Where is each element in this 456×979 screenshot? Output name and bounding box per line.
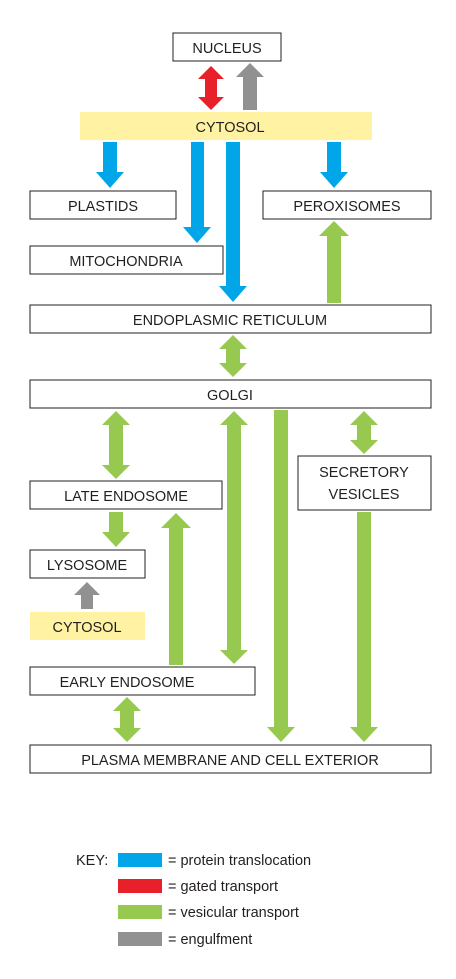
key-label-vesicular-transport: = vesicular transport bbox=[168, 905, 299, 921]
key-title: KEY: bbox=[76, 853, 108, 869]
cytosol-bottom-box bbox=[30, 612, 145, 640]
cytosol-top-box bbox=[80, 112, 372, 140]
plastids-label: PLASTIDS bbox=[68, 199, 138, 215]
vesicular-arrow-early-to-late-endosome bbox=[161, 513, 191, 665]
key-label-protein-translocation: = protein translocation bbox=[168, 853, 311, 869]
cytosol-bottom-label: CYTOSOL bbox=[52, 620, 121, 636]
engulfment-arrow-cytosol-to-lysosome bbox=[74, 582, 100, 609]
gray-arrow-cytosol-to-nucleus bbox=[236, 63, 264, 110]
nucleus-label: NUCLEUS bbox=[192, 41, 261, 57]
peroxisomes-label: PEROXISOMES bbox=[293, 199, 400, 215]
key-swatch-protein-translocation bbox=[118, 853, 162, 867]
protein-translocation-arrow-to-plastids bbox=[96, 142, 124, 188]
mitochondria-box bbox=[29, 245, 224, 275]
protein-translocation-arrow-to-mitochondria bbox=[183, 142, 211, 243]
golgi-box bbox=[29, 379, 432, 409]
er-box bbox=[29, 304, 432, 334]
plasma-membrane-box bbox=[29, 744, 432, 774]
plasma-membrane-label: PLASMA MEMBRANE AND CELL EXTERIOR bbox=[81, 753, 379, 769]
lysosome-box bbox=[29, 549, 146, 579]
vesicular-arrow-er-golgi bbox=[219, 335, 247, 377]
secretory-vesicles-box bbox=[297, 455, 432, 511]
vesicular-arrow-er-to-peroxisomes bbox=[319, 221, 349, 303]
vesicular-arrow-golgi-late-endosome bbox=[102, 411, 130, 479]
vesicular-arrow-golgi-to-plasma-membrane bbox=[267, 410, 295, 742]
key-label-gated-transport: = gated transport bbox=[168, 879, 278, 895]
early-endosome-box bbox=[29, 666, 256, 696]
secretory-label-line1: SECRETORY bbox=[319, 465, 409, 481]
golgi-label: GOLGI bbox=[207, 388, 253, 404]
vesicular-arrow-golgi-secretory bbox=[350, 411, 378, 454]
protein-translocation-arrow-to-peroxisomes bbox=[320, 142, 348, 188]
cytosol-top-label: CYTOSOL bbox=[195, 120, 264, 136]
vesicular-arrow-late-endosome-to-lysosome bbox=[102, 512, 130, 547]
key-swatch-vesicular-transport bbox=[118, 905, 162, 919]
er-label: ENDOPLASMIC RETICULUM bbox=[133, 313, 327, 329]
protein-translocation-arrow-to-er bbox=[219, 142, 247, 302]
gated-transport-arrow-nucleus-cytosol bbox=[198, 66, 224, 110]
vesicular-arrow-early-endosome-plasma-membrane bbox=[113, 697, 141, 742]
key-label-engulfment: = engulfment bbox=[168, 932, 252, 948]
plastids-box bbox=[29, 190, 177, 220]
mitochondria-label: MITOCHONDRIA bbox=[69, 254, 183, 270]
vesicular-arrow-secretory-to-plasma-membrane bbox=[350, 512, 378, 742]
late-endosome-box bbox=[29, 480, 223, 510]
secretory-label-line2: VESICLES bbox=[329, 487, 400, 503]
lysosome-label: LYSOSOME bbox=[47, 558, 128, 574]
late-endosome-label: LATE ENDOSOME bbox=[64, 489, 188, 505]
nucleus-box bbox=[172, 32, 282, 62]
key-swatch-gated-transport bbox=[118, 879, 162, 893]
peroxisomes-box bbox=[262, 190, 432, 220]
early-endosome-label: EARLY ENDOSOME bbox=[60, 675, 195, 691]
vesicular-arrow-golgi-early-endosome bbox=[220, 411, 248, 664]
key-swatch-engulfment bbox=[118, 932, 162, 946]
